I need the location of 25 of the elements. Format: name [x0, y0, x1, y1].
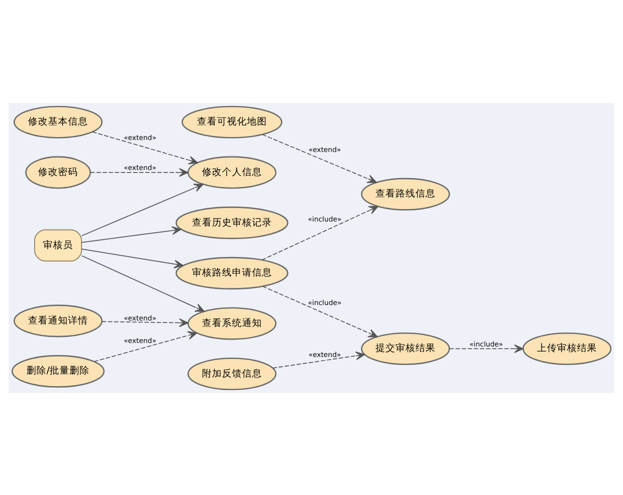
- arrow: [262, 285, 378, 337]
- arrow: [81, 226, 182, 242]
- node-box: 审核员: [34, 228, 82, 261]
- arrow: [81, 183, 204, 236]
- arrow: [90, 168, 188, 176]
- node-ellipse: 修改密码: [25, 156, 91, 188]
- node-ellipse: 查看路线信息: [360, 177, 450, 210]
- node-ellipse: 查看可视化地图: [182, 105, 282, 138]
- node-ellipse: 查看历史审核记录: [176, 206, 288, 239]
- arrow: [262, 134, 377, 182]
- node-ellipse: 提交审核结果: [360, 332, 450, 364]
- arrow: [262, 206, 378, 260]
- arrow: [81, 248, 184, 268]
- node-ellipse: 修改基本信息: [14, 105, 103, 138]
- node-ellipse: 删除/批量删除: [12, 354, 105, 388]
- node-ellipse: 审核路线申请信息: [176, 256, 288, 289]
- node-ellipse: 查看通知详情: [14, 304, 103, 337]
- arrow: [449, 344, 524, 353]
- arrow: [272, 351, 366, 368]
- node-ellipse: 附加反馈信息: [187, 357, 276, 390]
- arrow: [102, 318, 188, 327]
- arrow: [92, 131, 198, 164]
- arrow: [81, 254, 205, 312]
- node-ellipse: 上传审核结果: [522, 332, 612, 364]
- arrow: [94, 330, 198, 362]
